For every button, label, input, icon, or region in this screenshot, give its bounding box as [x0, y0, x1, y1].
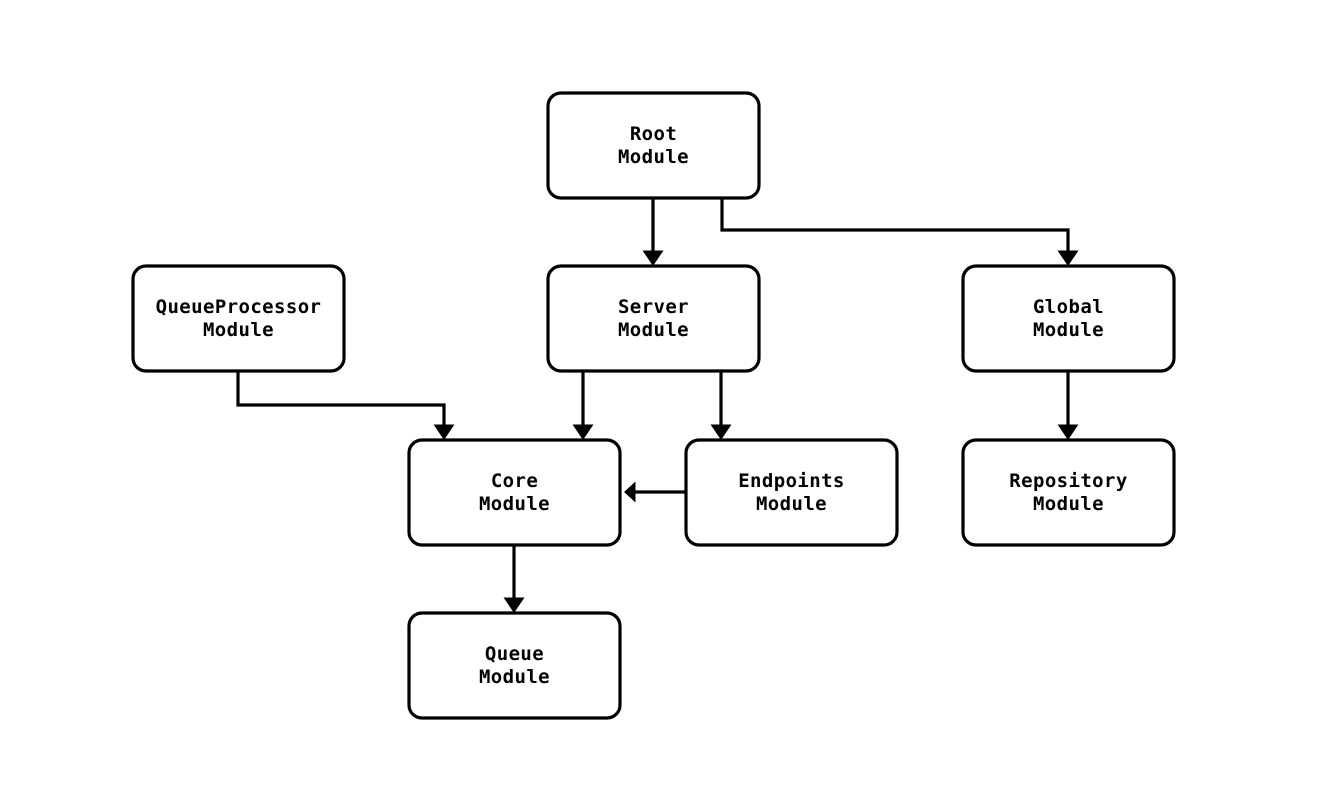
node-label-line1: Repository: [1009, 470, 1127, 492]
node-label-line1: Queue: [485, 643, 544, 665]
node-label-line2: Module: [1033, 493, 1104, 515]
edge-arrowhead-icon: [1057, 424, 1079, 440]
edge-root-to-server: [642, 198, 664, 266]
node-box[interactable]: [131, 264, 346, 373]
edge-arrowhead-icon: [1057, 250, 1079, 266]
edge-arrowhead-icon: [433, 424, 455, 440]
node-box[interactable]: [407, 438, 622, 547]
node-box[interactable]: [961, 264, 1176, 373]
edge-server-to-core: [572, 371, 594, 440]
edge-server-to-endpoints: [710, 371, 732, 440]
node-box[interactable]: [546, 91, 761, 200]
edge-root-to-global: [720, 198, 1079, 266]
node-box[interactable]: [684, 438, 899, 547]
node-label-line1: QueueProcessor: [156, 296, 322, 318]
edge-queueprocessor-to-core: [236, 371, 455, 440]
edge-arrowhead-icon: [624, 481, 636, 503]
edge-line: [236, 371, 446, 430]
node-label-line2: Module: [756, 493, 827, 515]
node-box[interactable]: [546, 264, 761, 373]
edge-arrowhead-icon: [710, 424, 732, 440]
node-label-line2: Module: [618, 146, 689, 168]
node-label-line1: Server: [618, 296, 689, 318]
edge-global-to-repository: [1057, 371, 1079, 440]
node-layer: RootModuleQueueProcessorModuleServerModu…: [131, 91, 1176, 720]
node-label-line1: Endpoints: [738, 470, 845, 492]
node-label-line1: Core: [491, 470, 538, 492]
node-box[interactable]: [961, 438, 1176, 547]
node-label-line2: Module: [203, 319, 274, 341]
edge-line: [720, 198, 1070, 256]
edge-core-to-queue: [503, 545, 525, 613]
node-label-line2: Module: [1033, 319, 1104, 341]
edge-layer: [236, 198, 1079, 613]
node-label-line2: Module: [479, 493, 550, 515]
edge-arrowhead-icon: [503, 597, 525, 613]
edge-endpoints-to-core: [624, 481, 686, 503]
node-label-line2: Module: [618, 319, 689, 341]
node-label-line1: Root: [630, 123, 677, 145]
node-box[interactable]: [407, 611, 622, 720]
node-label-line2: Module: [479, 666, 550, 688]
edge-arrowhead-icon: [642, 250, 664, 266]
edge-arrowhead-icon: [572, 424, 594, 440]
node-label-line1: Global: [1033, 296, 1104, 318]
